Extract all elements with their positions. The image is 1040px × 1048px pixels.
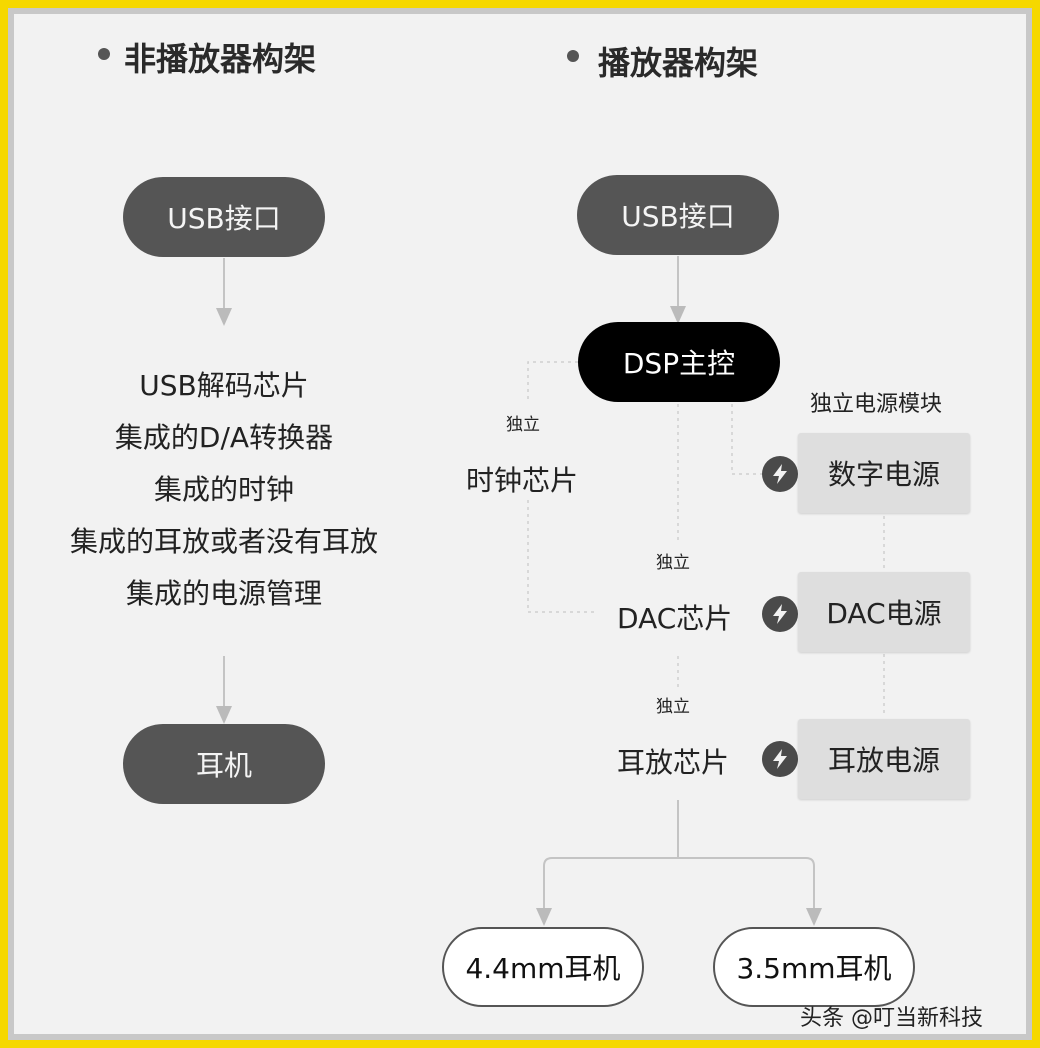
power-box-digital-label: 数字电源 <box>827 458 940 491</box>
output-35mm-label: 3.5mm耳机 <box>736 952 892 985</box>
left-headphone-label: 耳机 <box>195 749 252 782</box>
left-usb-node: USB接口 <box>123 177 325 257</box>
heading-player: 播放器构架 <box>598 44 759 82</box>
left-chip-line-3: 集成的时钟 <box>153 473 294 506</box>
bullet-dot-icon <box>567 50 579 62</box>
left-chip-line-1: USB解码芯片 <box>139 369 309 402</box>
output-44mm-label: 4.4mm耳机 <box>465 952 621 985</box>
dac-chip-label: DAC芯片 <box>617 602 733 635</box>
lightning-bolt-icon <box>762 741 798 777</box>
right-usb-label: USB接口 <box>621 200 735 233</box>
heading-non-player: 非播放器构架 <box>124 40 317 78</box>
power-module-label: 独立电源模块 <box>810 392 943 417</box>
dsp-label: DSP主控 <box>622 347 736 380</box>
amp-chip-label: 耳放芯片 <box>617 746 730 779</box>
lightning-bolt-icon <box>762 596 798 632</box>
power-box-digital: 数字电源 <box>798 433 970 513</box>
independent-label-amp: 独立 <box>656 697 690 717</box>
left-headphone-node: 耳机 <box>123 724 325 804</box>
power-box-dac-label: DAC电源 <box>826 597 942 630</box>
independent-label-dac: 独立 <box>656 553 690 573</box>
power-box-amp: 耳放电源 <box>798 719 970 799</box>
power-box-amp-label: 耳放电源 <box>827 744 940 777</box>
power-box-dac: DAC电源 <box>798 572 970 652</box>
right-usb-node: USB接口 <box>577 175 779 255</box>
left-usb-label: USB接口 <box>167 202 281 235</box>
output-44mm-node: 4.4mm耳机 <box>442 927 644 1007</box>
lightning-bolt-icon <box>762 456 798 492</box>
clock-chip-label: 时钟芯片 <box>466 464 579 497</box>
left-chip-line-4: 集成的耳放或者没有耳放 <box>69 525 378 558</box>
bullet-dot-icon <box>98 48 110 60</box>
independent-label-clock: 独立 <box>506 415 540 435</box>
left-chip-line-2: 集成的D/A转换器 <box>114 421 334 454</box>
output-35mm-node: 3.5mm耳机 <box>713 927 915 1007</box>
dsp-node: DSP主控 <box>578 322 780 402</box>
left-chip-line-5: 集成的电源管理 <box>125 577 322 610</box>
watermark: 头条 @叮当新科技 <box>800 1006 983 1031</box>
